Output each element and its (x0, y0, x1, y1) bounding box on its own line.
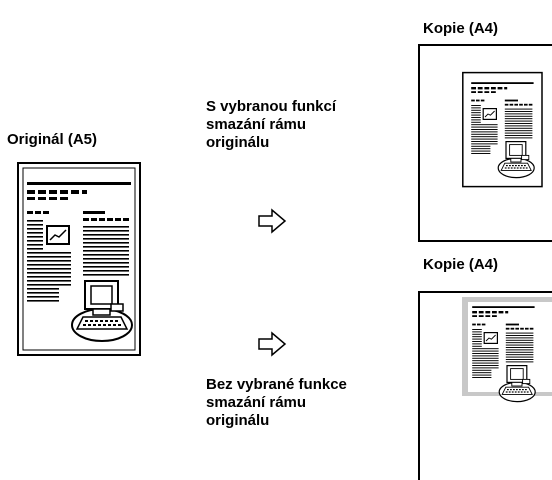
copy-top-page (462, 71, 543, 188)
without-frame-erase-label: Bez vybrané funkce smazání rámu originál… (206, 376, 347, 429)
with-frame-erase-label: S vybranou funkcí smazání rámu originálu (206, 98, 337, 151)
original-label: Originál (A5) (7, 131, 98, 148)
copy-top-document (418, 44, 552, 242)
copy-bottom-document (418, 291, 552, 480)
copy-top-label: Kopie (A4) (423, 20, 498, 37)
arrow-bottom-icon (258, 332, 286, 356)
copy-bottom-label: Kopie (A4) (423, 256, 498, 273)
arrow-top-icon (258, 209, 286, 233)
original-document (17, 162, 141, 356)
